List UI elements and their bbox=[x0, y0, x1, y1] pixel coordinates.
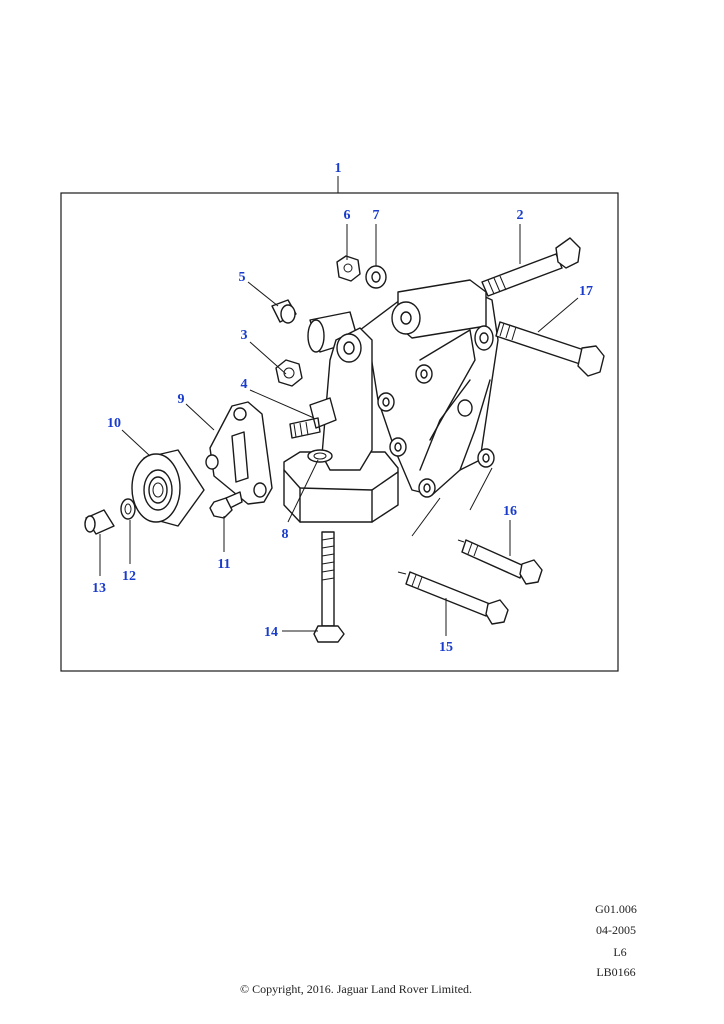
bolt-16-drawing bbox=[457, 539, 543, 585]
nut-3-drawing bbox=[275, 359, 303, 387]
reference-id: LB0166 bbox=[596, 965, 636, 979]
callout-5: 5 bbox=[239, 270, 246, 285]
callout-3: 3 bbox=[241, 328, 248, 343]
bolt-15-drawing bbox=[397, 571, 509, 625]
washer-12-drawing bbox=[120, 498, 136, 520]
callout-9: 9 bbox=[178, 392, 185, 407]
assembly-frame bbox=[60, 192, 619, 672]
callout-6: 6 bbox=[344, 208, 351, 223]
callout-12: 12 bbox=[122, 569, 136, 584]
callout-17: 17 bbox=[579, 284, 593, 299]
callout-11: 11 bbox=[217, 557, 230, 572]
callout-labels: 1 2 3 4 5 6 7 8 9 10 11 12 13 14 15 16 1… bbox=[92, 161, 593, 655]
leader-5 bbox=[247, 281, 279, 307]
callout-15: 15 bbox=[439, 640, 453, 655]
leader-4 bbox=[249, 389, 315, 419]
reference-code: G01.006 bbox=[595, 902, 637, 916]
callout-4: 4 bbox=[241, 377, 248, 392]
callout-14: 14 bbox=[264, 625, 278, 640]
pulley-10-drawing bbox=[131, 449, 205, 527]
leader-lines bbox=[99, 176, 579, 636]
bolt-14-drawing bbox=[313, 531, 345, 643]
callout-16: 16 bbox=[503, 504, 517, 519]
bolt-17-drawing bbox=[495, 321, 605, 377]
bolt-2-drawing bbox=[481, 237, 581, 297]
callout-7: 7 bbox=[373, 208, 380, 223]
reference-level: L6 bbox=[613, 945, 627, 959]
callout-13: 13 bbox=[92, 581, 106, 596]
nut-6-drawing bbox=[336, 255, 361, 282]
callout-10: 10 bbox=[107, 416, 121, 431]
copyright-notice: © Copyright, 2016. Jaguar Land Rover Lim… bbox=[239, 982, 473, 996]
spacer-13-drawing bbox=[84, 509, 115, 535]
bolt-11-drawing bbox=[209, 491, 243, 519]
leader-8 bbox=[287, 459, 319, 523]
leader-17 bbox=[537, 297, 579, 333]
callout-8: 8 bbox=[282, 527, 289, 542]
leader-10 bbox=[121, 429, 151, 457]
callout-1: 1 bbox=[335, 161, 342, 176]
mounting-bracket-drawing bbox=[283, 279, 499, 537]
leader-9 bbox=[185, 403, 215, 431]
plate-9-drawing bbox=[205, 401, 273, 505]
reference-date: 04-2005 bbox=[596, 923, 636, 937]
leader-3 bbox=[249, 341, 287, 375]
washer-7-drawing bbox=[365, 265, 387, 289]
callout-2: 2 bbox=[517, 208, 524, 223]
